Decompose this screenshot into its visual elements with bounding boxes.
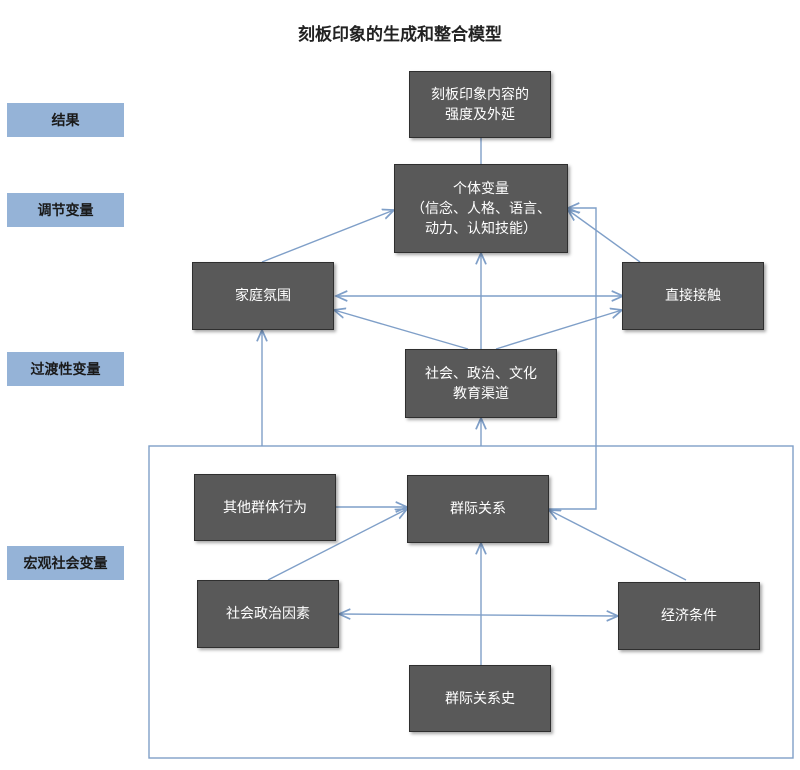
edge-economic-intergroup [549,510,687,581]
node-intergroup-relations: 群际关系 [407,475,549,543]
node-direct-contact: 直接接触 [622,262,764,330]
node-individual-variables: 个体变量 （信念、人格、语言、 动力、认知技能） [394,164,568,253]
node-economic-conditions: 经济条件 [618,582,760,650]
node-intergroup-history: 群际关系史 [409,665,551,732]
edge-sociopolitical-economic [339,614,618,616]
node-sociopolitical-factors: 社会政治因素 [197,580,339,648]
node-other-group-behavior: 其他群体行为 [194,474,336,541]
level-label-transitional: 过渡性变量 [7,352,124,386]
node-family-atmosphere: 家庭氛围 [192,262,334,330]
level-label-macro: 宏观社会变量 [7,546,124,580]
level-label-result: 结果 [7,103,124,137]
level-label-moderator: 调节变量 [7,193,124,227]
edge-channels-contact [495,310,622,350]
node-education-channels: 社会、政治、文化 教育渠道 [405,349,557,418]
edge-channels-family [334,310,469,350]
node-content-strength: 刻板印象内容的 强度及外延 [409,71,551,138]
edge-contact-individual [568,210,641,263]
edge-intergroup-individual [549,208,597,510]
macro-container [148,445,794,759]
edge-family-individual [261,210,394,263]
diagram-title: 刻板印象的生成和整合模型 [298,25,502,45]
edge-sociopolitical-intergroup [267,509,407,581]
